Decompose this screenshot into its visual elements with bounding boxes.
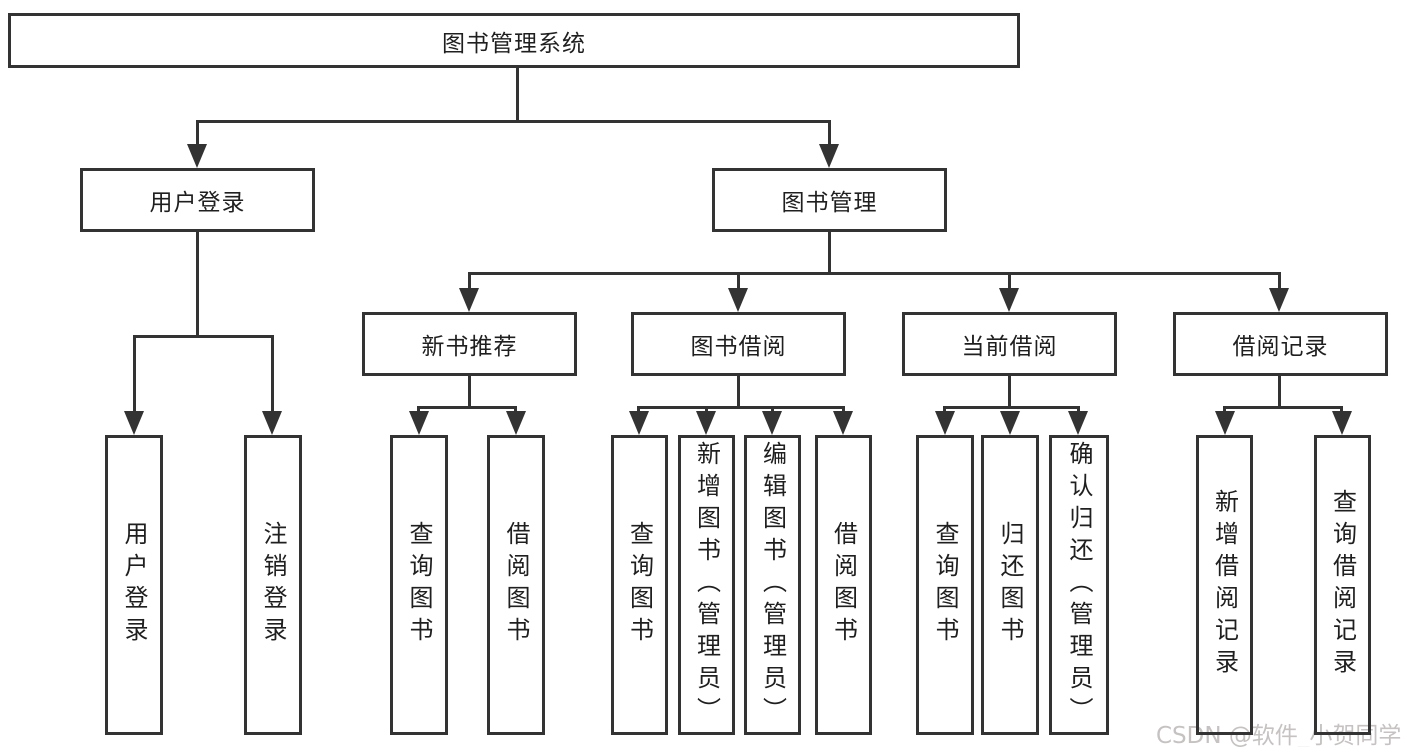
leaf-borrow-books: 借阅图书 [815, 435, 872, 735]
edge-line [196, 232, 199, 335]
arrowhead-down [696, 411, 716, 435]
edge-line [1278, 376, 1281, 409]
arrowhead-down [762, 411, 782, 435]
arrowhead-down [262, 411, 282, 435]
arrowhead-down [459, 288, 479, 312]
edge-line [271, 335, 274, 413]
leaf-label: 用户登录 [120, 521, 148, 649]
node-current-borrowing: 当前借阅 [902, 312, 1117, 376]
node-book-borrowing: 图书借阅 [631, 312, 846, 376]
leaf-query-books-borrow: 查询图书 [611, 435, 668, 735]
edge-line [417, 406, 517, 409]
node-label: 当前借阅 [961, 334, 1058, 360]
node-label: 图书借阅 [690, 334, 787, 360]
edge-line [468, 376, 471, 409]
edge-line [1008, 272, 1011, 290]
edge-line [133, 335, 273, 338]
node-borrowing-records: 借阅记录 [1173, 312, 1388, 376]
arrowhead-down [819, 144, 839, 168]
leaf-label: 查询借阅记录 [1328, 489, 1357, 681]
leaf-label: 查询图书 [931, 521, 959, 649]
arrowhead-down [728, 288, 748, 312]
arrowhead-down [1269, 288, 1289, 312]
node-user-login: 用户登录 [80, 168, 315, 232]
arrowhead-down [935, 411, 955, 435]
node-label: 图书管理 [781, 190, 878, 216]
leaf-add-borrow-record: 新增借阅记录 [1196, 435, 1253, 735]
arrowhead-down [999, 288, 1019, 312]
node-label: 新书推荐 [421, 334, 518, 360]
edge-line [468, 272, 1280, 275]
leaf-label: 查询图书 [625, 521, 654, 649]
node-new-book-recommend: 新书推荐 [362, 312, 577, 376]
node-book-management: 图书管理 [712, 168, 947, 232]
leaf-label: 新增图书（管理员） [692, 441, 721, 729]
edge-line [737, 376, 740, 409]
csdn-watermark: CSDN @软件_小贺同学 [1156, 723, 1402, 747]
leaf-edit-books-admin: 编辑图书（管理员） [744, 435, 801, 735]
arrowhead-down [833, 411, 853, 435]
node-label: 图书管理系统 [442, 30, 586, 57]
edge-line [468, 272, 471, 290]
leaf-label: 确认归还（管理员） [1065, 441, 1093, 729]
leaf-label: 归还图书 [996, 521, 1024, 649]
edge-line [516, 68, 519, 120]
arrowhead-down [1000, 411, 1020, 435]
edge-line [637, 406, 845, 409]
edge-line [828, 120, 831, 148]
leaf-label: 借阅图书 [829, 521, 858, 649]
arrowhead-down [124, 411, 144, 435]
edge-line [196, 120, 199, 148]
leaf-borrow-books-recommend: 借阅图书 [487, 435, 545, 735]
leaf-confirm-return-admin: 确认归还（管理员） [1049, 435, 1109, 735]
edge-line [1278, 272, 1281, 290]
leaf-query-books-current: 查询图书 [916, 435, 974, 735]
node-label: 用户登录 [149, 190, 246, 216]
edge-line [1223, 406, 1343, 409]
leaf-query-books-recommend: 查询图书 [390, 435, 448, 735]
leaf-user-login: 用户登录 [105, 435, 163, 735]
leaf-label: 借阅图书 [502, 521, 530, 649]
node-root-book-management-system: 图书管理系统 [8, 13, 1020, 68]
arrowhead-down [409, 411, 429, 435]
arrowhead-down [1332, 411, 1352, 435]
edge-line [828, 232, 831, 272]
leaf-return-books: 归还图书 [981, 435, 1039, 735]
edge-line [1008, 376, 1011, 409]
edge-line [737, 272, 740, 290]
leaf-logout: 注销登录 [244, 435, 302, 735]
arrowhead-down [506, 411, 526, 435]
edge-line [943, 406, 1080, 409]
leaf-label: 新增借阅记录 [1210, 489, 1239, 681]
edge-line [196, 120, 831, 123]
arrowhead-down [629, 411, 649, 435]
edge-line [133, 335, 136, 413]
node-label: 借阅记录 [1232, 334, 1329, 360]
leaf-label: 编辑图书（管理员） [758, 441, 787, 729]
leaf-label: 查询图书 [405, 521, 433, 649]
leaf-query-borrow-record: 查询借阅记录 [1314, 435, 1371, 735]
leaf-add-books-admin: 新增图书（管理员） [678, 435, 735, 735]
arrowhead-down [1215, 411, 1235, 435]
arrowhead-down [187, 144, 207, 168]
leaf-label: 注销登录 [259, 521, 287, 649]
arrowhead-down [1068, 411, 1088, 435]
